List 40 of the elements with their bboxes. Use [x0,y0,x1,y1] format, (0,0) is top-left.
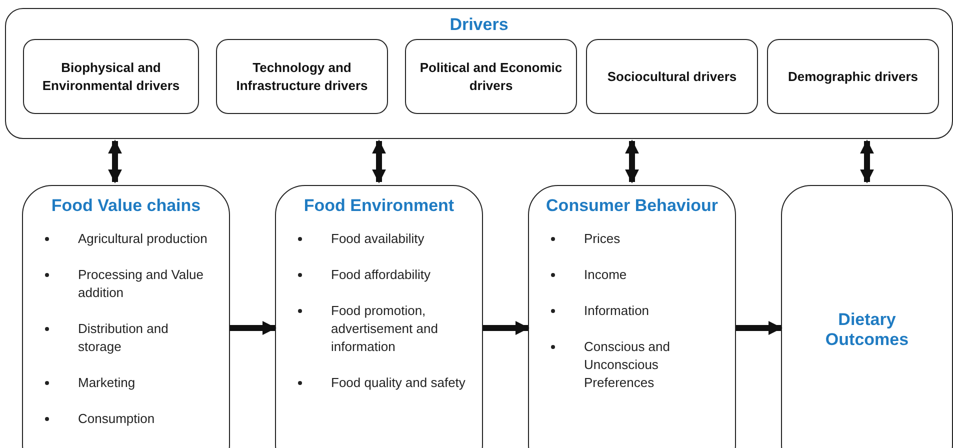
section-heading: Food Value chains [50,196,202,216]
category-box [22,185,230,448]
bullet-text: Prices [584,231,620,246]
drivers-panel [5,8,953,139]
driver-label: Biophysical and Environmental drivers [41,58,181,94]
bullet-text: Marketing [78,375,136,390]
driver-box [216,39,388,114]
driver-box [405,39,577,114]
driver-label: Technology and Infrastructure drivers [235,58,369,94]
bullet-text: Food promotion, advertisement and information [331,303,438,354]
bullet-text: Processing and Value addition [78,267,204,300]
arrow [230,321,276,335]
bullet-text: Agricultural production [78,231,208,246]
bullet-text: Food affordability [331,267,430,282]
driver-label: Political and Economic drivers [418,58,564,94]
bullet-text: Food availability [331,231,424,246]
driver-box [23,39,199,114]
bullet-text: Conscious and Unconscious Preferences [584,339,670,390]
category-box [528,185,736,448]
arrow [625,140,639,184]
bullet-text: Information [584,303,650,318]
driver-box [767,39,939,114]
arrow [483,321,530,335]
section-heading: Food Environment [302,196,456,216]
section-heading: Consumer Behaviour [545,196,719,216]
bullet-text: Income [584,267,627,282]
driver-label: Sociocultural drivers [607,68,737,86]
arrow [860,140,874,184]
bullet-text: Food quality and safety [331,375,466,390]
bullet-text: Consumption [78,411,155,426]
driver-box [586,39,758,114]
arrow [372,140,386,184]
section-heading: Dietary Outcomes [824,310,910,350]
section-heading: Drivers [448,15,510,35]
arrow [736,321,782,335]
bullet-text: Distribution and storage [78,321,168,354]
category-box [275,185,483,448]
driver-label: Demographic drivers [788,68,918,86]
outcome-box [781,185,953,448]
arrow [108,140,122,184]
